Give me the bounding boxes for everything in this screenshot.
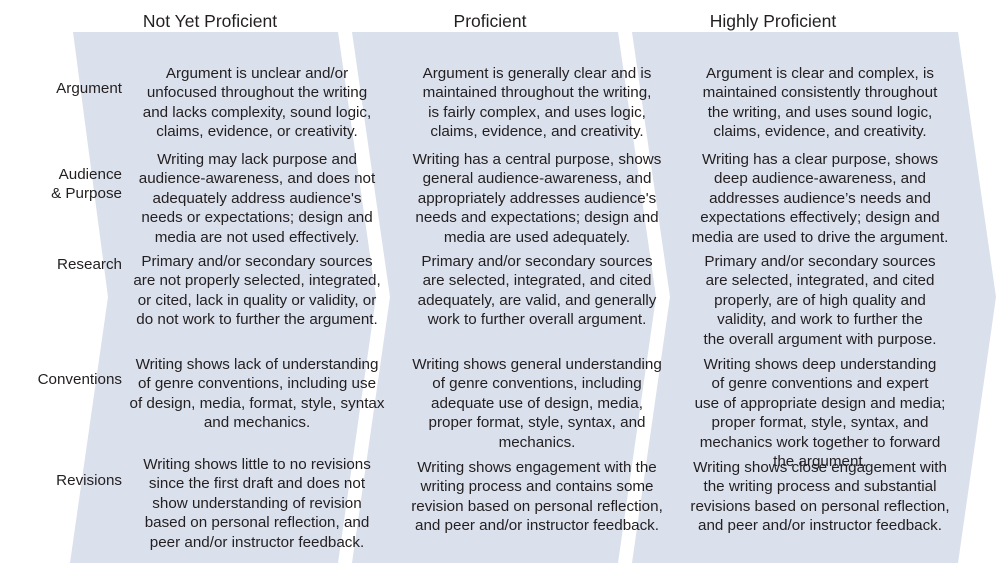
cell-argument-highly-proficient: Argument is clear and complex, is mainta… bbox=[702, 65, 938, 141]
row-label-conventions: Conventions bbox=[37, 371, 122, 388]
column-header-highly-proficient: Highly Proficient bbox=[709, 11, 837, 31]
column-header-not-yet-proficient: Not Yet Proficient bbox=[142, 11, 278, 31]
cell-audience-purpose-highly-proficient: Writing has a clear purpose, shows deep … bbox=[691, 151, 949, 246]
cell-audience-purpose-proficient: Writing has a central purpose, shows gen… bbox=[412, 151, 662, 246]
cell-research-proficient: Primary and/or secondary sources are sel… bbox=[417, 253, 657, 329]
cell-argument-not-yet-proficient: Argument is unclear and/or unfocused thr… bbox=[142, 65, 372, 141]
cell-argument-proficient: Argument is generally clear and is maint… bbox=[422, 65, 652, 141]
cell-audience-purpose-not-yet-proficient: Writing may lack purpose and audience-aw… bbox=[138, 151, 376, 246]
row-label-revisions: Revisions bbox=[56, 472, 122, 489]
row-label-audience-and-purpose: Audience & Purpose bbox=[51, 166, 122, 202]
row-label-argument: Argument bbox=[56, 80, 122, 97]
chevron-not-yet-proficient bbox=[70, 32, 376, 563]
cell-conventions-proficient: Writing shows general understanding of g… bbox=[412, 356, 662, 451]
column-header-proficient: Proficient bbox=[453, 11, 527, 31]
cell-research-not-yet-proficient: Primary and/or secondary sources are not… bbox=[133, 253, 381, 329]
cell-conventions-not-yet-proficient: Writing shows lack of understanding of g… bbox=[129, 356, 385, 432]
cell-revisions-proficient: Writing shows engagement with the writin… bbox=[411, 459, 663, 535]
row-label-research: Research bbox=[57, 256, 122, 273]
chevron-highly-proficient bbox=[632, 32, 996, 563]
cell-research-highly-proficient: Primary and/or secondary sources are sel… bbox=[703, 253, 937, 348]
cell-conventions-highly-proficient: Writing shows deep understanding of genr… bbox=[694, 356, 946, 471]
chevron-proficient bbox=[352, 32, 656, 563]
cell-revisions-not-yet-proficient: Writing shows little to no revisions sin… bbox=[143, 456, 371, 551]
cell-revisions-highly-proficient: Writing shows close engagement with the … bbox=[690, 459, 950, 535]
